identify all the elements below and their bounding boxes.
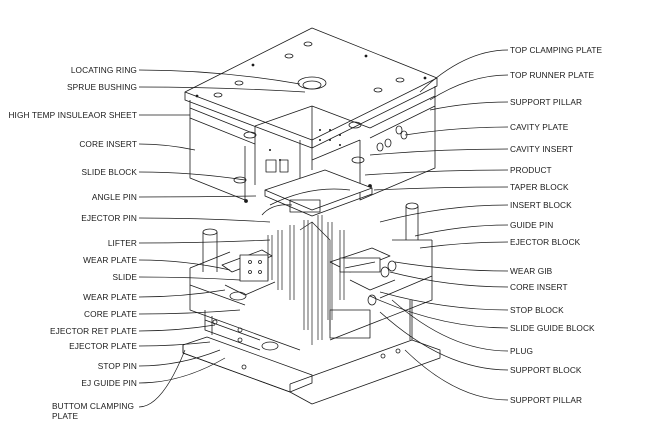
label-slide-block: SLIDE BLOCK: [81, 167, 137, 177]
leader-slide-guide-block: [369, 295, 509, 329]
label-text: HIGH TEMP INSULEAOR SHEET: [8, 110, 137, 120]
leader-wear-plate-2: [138, 289, 226, 298]
label-text: STOP PIN: [97, 361, 137, 371]
leader-ejector-pin: [138, 217, 271, 223]
leader-wear-plate-1: [138, 259, 231, 271]
leader-stop-block: [379, 291, 509, 311]
label-text: WEAR PLATE: [83, 292, 137, 302]
label-stop-pin: STOP PIN: [98, 361, 137, 371]
leader-ejector-ret-plate: [138, 324, 216, 332]
label-wear-gib: WEAR GIB: [510, 266, 553, 276]
label-stop-block: STOP BLOCK: [510, 305, 564, 315]
leader-wear-gib: [394, 261, 509, 272]
leader-core-insert-right: [389, 271, 509, 288]
label-core-insert: CORE INSERT: [79, 139, 137, 149]
leader-core-insert: [138, 143, 196, 151]
leader-locating-ring: [138, 69, 301, 85]
leader-product: [364, 169, 509, 176]
label-text: ANGLE PIN: [91, 192, 137, 202]
leader-support-block: [379, 311, 509, 371]
label-cavity-plate: CAVITY PLATE: [510, 122, 569, 132]
label-text: EJECTOR RET PLATE: [50, 326, 137, 336]
label-guide-pin: GUIDE PIN: [510, 220, 554, 230]
label-slide: SLIDE: [113, 272, 137, 282]
label-ejector-block: EJECTOR BLOCK: [510, 237, 581, 247]
label-ejector-ret-plate: EJECTOR RET PLATE: [50, 326, 137, 336]
label-text: LIFTER: [107, 238, 137, 248]
label-wear-plate-1: WEAR PLATE: [83, 255, 137, 265]
label-text: CORE PLATE: [84, 309, 137, 319]
leader-lines: [138, 49, 509, 408]
leader-support-pillar-top: [429, 101, 509, 111]
label-text: EJECTOR PIN: [81, 213, 137, 223]
leader-cavity-plate: [404, 126, 509, 136]
leader-slide-block: [138, 171, 246, 181]
label-locating-ring: LOCATING RING: [71, 65, 137, 75]
label-cavity-insert: CAVITY INSERT: [510, 144, 574, 154]
label-text: LOCATING RING: [70, 65, 137, 75]
leader-sprue-bushing: [138, 86, 306, 93]
label-support-pillar-bottom: SUPPORT PILLAR: [510, 395, 583, 405]
leader-buttom-clamping-plate: [138, 349, 186, 408]
slides-shape: [221, 247, 396, 296]
label-text: EJECTOR PLATE: [69, 341, 137, 351]
label-text: CORE INSERT: [79, 139, 137, 149]
label-text: BUTTOM CLAMPING: [52, 401, 135, 411]
ejector-pins-shape: [267, 215, 345, 345]
label-support-pillar-top: SUPPORT PILLAR: [510, 97, 583, 107]
leader-guide-pin: [414, 224, 509, 237]
label-support-block: SUPPORT BLOCK: [510, 365, 582, 375]
leader-core-plate: [138, 309, 241, 315]
leader-plug: [391, 299, 509, 352]
ejector-plates-shape: [204, 300, 411, 351]
product-shape: [261, 169, 373, 217]
core-plate-shape: [189, 239, 433, 351]
label-insert-block: INSERT BLOCK: [510, 200, 572, 210]
label-plug: PLUG: [510, 346, 533, 356]
leader-slide: [138, 276, 241, 281]
label-sprue-bushing: SPRUE BUSHING: [67, 82, 137, 92]
leader-cavity-insert: [369, 148, 509, 156]
leader-ejector-block: [419, 241, 509, 249]
leader-insert-block: [379, 204, 509, 223]
label-ej-guide-pin: EJ GUIDE PIN: [81, 378, 137, 388]
leader-taper-block: [373, 186, 509, 191]
cavity-plate-shape: [189, 105, 436, 203]
label-product: PRODUCT: [510, 165, 552, 175]
bottom-clamping-plate-shape: [182, 300, 441, 405]
label-text-line2: PLATE: [52, 411, 79, 421]
label-text: SLIDE BLOCK: [81, 167, 137, 177]
guide-pins-shape: [202, 202, 419, 272]
label-wear-plate-2: WEAR PLATE: [83, 292, 137, 302]
label-taper-block: TAPER BLOCK: [510, 182, 569, 192]
label-text: WEAR PLATE: [83, 255, 137, 265]
label-text: SLIDE: [112, 272, 137, 282]
label-top-clamping-plate: TOP CLAMPING PLATE: [510, 45, 603, 55]
label-ejector-plate: EJECTOR PLATE: [69, 341, 137, 351]
top-clamping-plate-shape: [184, 27, 438, 149]
label-top-runner-plate: TOP RUNNER PLATE: [510, 70, 595, 80]
label-slide-guide-block: SLIDE GUIDE BLOCK: [510, 323, 595, 333]
leader-angle-pin: [138, 195, 257, 198]
label-high-temp-insulator-sheet: HIGH TEMP INSULEAOR SHEET: [8, 110, 137, 120]
leader-ej-guide-pin: [138, 357, 226, 384]
label-core-plate: CORE PLATE: [84, 309, 137, 319]
leader-lifter: [138, 239, 271, 244]
label-text: SPRUE BUSHING: [67, 82, 137, 92]
label-text: EJ GUIDE PIN: [81, 378, 137, 388]
top-runner-plate-shape: [189, 86, 436, 145]
label-ejector-pin: EJECTOR PIN: [81, 213, 137, 223]
leader-ejector-plate: [138, 341, 211, 347]
leader-top-runner-plate: [429, 74, 509, 101]
leader-support-pillar-bottom: [404, 349, 509, 401]
label-lifter: LIFTER: [108, 238, 137, 248]
label-angle-pin: ANGLE PIN: [92, 192, 137, 202]
leader-top-clamping-plate: [419, 49, 509, 93]
label-core-insert-right: CORE INSERT: [510, 282, 568, 292]
